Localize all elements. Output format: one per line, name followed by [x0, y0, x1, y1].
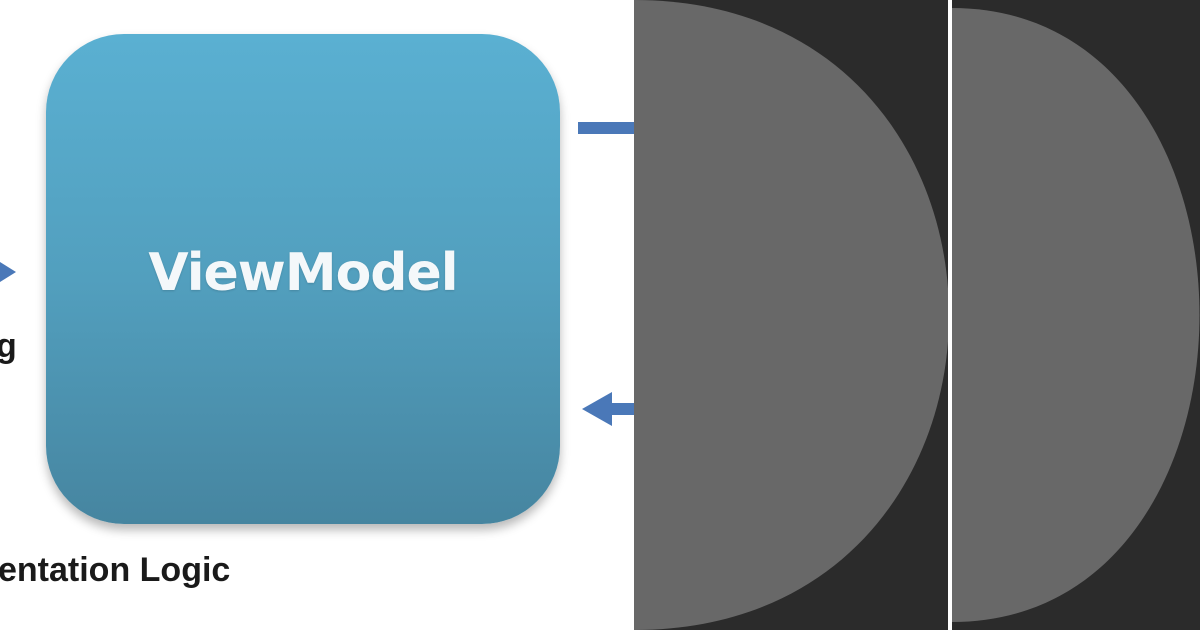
binding-label-fragment: g	[0, 327, 17, 365]
viewmodel-label: ViewModel	[148, 243, 458, 303]
left-incoming-arrowhead	[0, 262, 16, 282]
viewmodel-box: ViewModel	[46, 34, 560, 524]
bottom-right-incoming-arrowhead	[582, 392, 612, 426]
bottom-right-connector-line	[610, 403, 634, 415]
half-disc-shape	[952, 8, 1200, 622]
half-disc-panel-1	[634, 0, 948, 630]
half-disc-shape	[634, 0, 948, 630]
connector-arrows	[0, 122, 634, 426]
presentation-logic-label: entation Logic	[0, 551, 231, 589]
top-right-connector-line	[578, 122, 634, 134]
half-disc-panel-2	[952, 0, 1200, 630]
diagram-canvas: ViewModel g entation Logic	[0, 34, 634, 589]
panel-divider	[948, 0, 952, 630]
